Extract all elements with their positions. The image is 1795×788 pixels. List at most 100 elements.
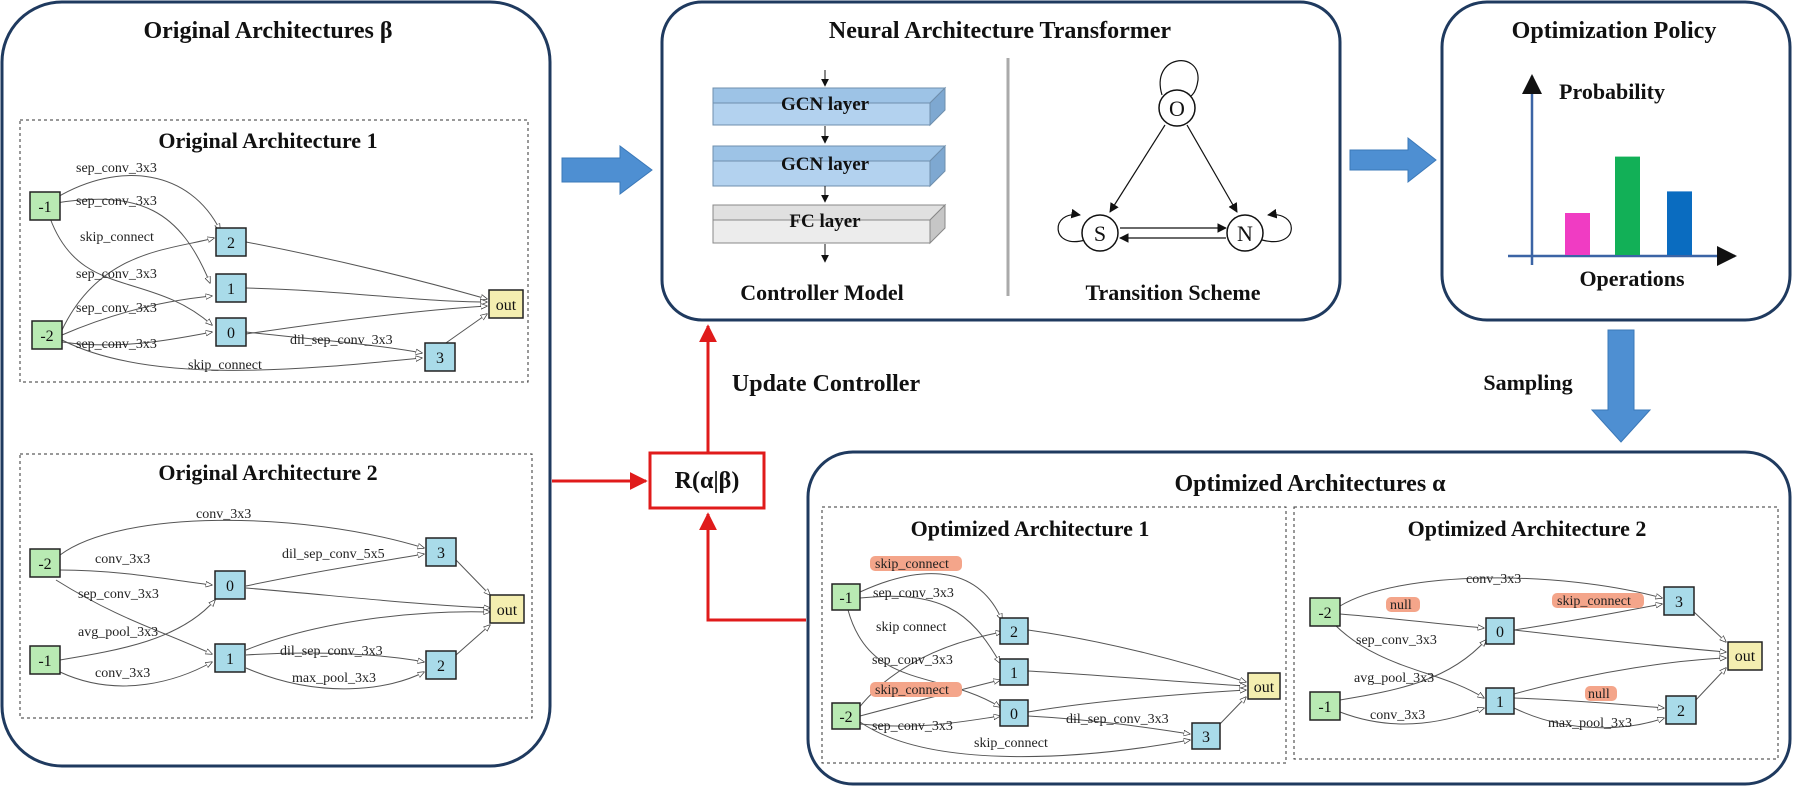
node-label: 1 — [1010, 665, 1018, 682]
optimization-policy-panel: Optimization Policy Probability Operatio… — [1440, 0, 1792, 322]
node-label: 0 — [1010, 706, 1018, 723]
edge-label: sep_conv_3x3 — [76, 337, 157, 352]
reward-box — [648, 451, 766, 510]
controller-label: Controller Model — [740, 280, 904, 305]
nodes: -1 -2 2 1 0 3 out — [831, 583, 1281, 750]
nodes: -2 -1 0 1 3 2 out — [1309, 586, 1763, 725]
intermediate-node — [214, 643, 246, 673]
y-axis-label: Probability — [1559, 79, 1665, 104]
input-node — [29, 548, 61, 578]
nat-panel-title: Neural Architecture Transformer — [829, 18, 1171, 44]
edge-label: max_pool_3x3 — [1548, 716, 1632, 731]
panel-border — [0, 0, 552, 768]
state-o — [1158, 89, 1196, 127]
intermediate-node — [999, 658, 1029, 686]
edge-label: conv_3x3 — [95, 552, 150, 567]
optimized-reward-arrow — [699, 512, 806, 622]
node-label: 0 — [226, 578, 234, 595]
dashed-box — [1293, 506, 1779, 760]
intermediate-node — [999, 617, 1029, 645]
changed-op-highlight — [870, 556, 962, 571]
transition-label: Transition Scheme — [1086, 280, 1261, 305]
original-arch-1: Original Architecture 1 sep_conv_3x3 sep… — [19, 119, 529, 383]
node-label: 3 — [437, 545, 445, 562]
original-panel-title: Original Architectures β — [143, 18, 392, 44]
node-label: 2 — [227, 235, 235, 252]
panel-border — [806, 450, 1792, 786]
intermediate-node — [425, 537, 457, 567]
node-label: out — [1735, 648, 1756, 665]
edge-labels: conv_3x3 null skip_connect sep_conv_3x3 … — [1354, 572, 1644, 731]
edges — [49, 175, 487, 371]
intermediate-node — [1485, 617, 1515, 645]
edge-labels: sep_conv_3x3 sep_conv_3x3 skip_connect s… — [76, 161, 393, 373]
intermediate-node — [1663, 586, 1695, 616]
edge-label: sep_conv_3x3 — [76, 267, 157, 282]
input-node — [1309, 691, 1341, 721]
edge-label: skip connect — [876, 620, 946, 635]
controller-model: GCN layer GCN layer FC layer Controller … — [712, 70, 947, 305]
edge-labels: conv_3x3 conv_3x3 sep_conv_3x3 dil_sep_c… — [78, 507, 385, 686]
optimized-panel-title: Optimized Architectures α — [1174, 471, 1446, 497]
input-node — [831, 583, 861, 611]
probability-bars — [1565, 156, 1692, 255]
layer-label: GCN layer — [781, 154, 870, 175]
input-node — [29, 645, 61, 675]
input-node — [31, 320, 63, 350]
edge-label: skip_connect — [188, 358, 262, 373]
edge-label: skip_connect — [875, 683, 949, 698]
update-controller-label: Update Controller — [732, 371, 921, 397]
node-label: out — [1254, 679, 1275, 696]
edge-label: max_pool_3x3 — [292, 671, 376, 686]
dashed-box — [19, 119, 529, 383]
state-label: S — [1094, 221, 1106, 246]
edge-label: sep_conv_3x3 — [78, 587, 159, 602]
edge-label: sep_conv_3x3 — [873, 586, 954, 601]
node-label: 2 — [437, 658, 445, 675]
node-label: -1 — [839, 590, 852, 607]
transition-scheme: O S N Transition Scheme — [1057, 60, 1292, 305]
output-node — [1247, 672, 1281, 700]
probability-bar — [1615, 156, 1640, 255]
arch-title: Optimized Architecture 1 — [911, 516, 1150, 541]
node-label: 3 — [1202, 729, 1210, 746]
original-arch-2: Original Architecture 2 conv_3x3 conv_3x… — [19, 453, 533, 719]
input-node — [1309, 597, 1341, 627]
reward-label: R(α|β) — [675, 468, 740, 494]
layer-label: GCN layer — [781, 94, 870, 115]
edge-label: skip_connect — [80, 230, 154, 245]
edge-label: conv_3x3 — [1466, 572, 1521, 587]
node-label: out — [496, 297, 517, 314]
intermediate-node — [424, 342, 456, 372]
node-label: 3 — [1675, 594, 1683, 611]
node-label: 0 — [1496, 624, 1504, 641]
node-label: 2 — [1010, 624, 1018, 641]
state-n — [1226, 214, 1264, 252]
edge-label: sep_conv_3x3 — [76, 161, 157, 176]
nat-panel: Neural Architecture Transformer GCN laye… — [660, 0, 1342, 322]
node-label: -1 — [38, 199, 51, 216]
node-label: -1 — [38, 653, 51, 670]
output-node — [489, 594, 525, 624]
reward-block: R(α|β) Update Controller — [552, 324, 921, 622]
flow-arrow-down-icon — [1590, 329, 1652, 443]
edge-label: sep_conv_3x3 — [1356, 633, 1437, 648]
edge-label: sep_conv_3x3 — [76, 194, 157, 209]
policy-panel-title: Optimization Policy — [1512, 18, 1717, 44]
intermediate-node — [999, 699, 1029, 727]
changed-op-highlight — [1585, 686, 1617, 701]
state-label: O — [1169, 96, 1185, 121]
changed-op-highlight — [1552, 593, 1644, 608]
edges — [55, 519, 490, 690]
edge-label: conv_3x3 — [95, 666, 150, 681]
original-architectures-panel: Original Architectures β Original Archit… — [0, 0, 552, 768]
intermediate-node — [215, 273, 247, 303]
intermediate-node — [214, 570, 246, 600]
sampling-label: Sampling — [1483, 370, 1572, 395]
edge-label: conv_3x3 — [196, 507, 251, 522]
node-label: 0 — [227, 325, 235, 342]
intermediate-node — [215, 317, 247, 347]
edge-label: null — [1390, 598, 1412, 613]
node-label: 1 — [1496, 694, 1504, 711]
intermediate-node — [1485, 687, 1515, 715]
